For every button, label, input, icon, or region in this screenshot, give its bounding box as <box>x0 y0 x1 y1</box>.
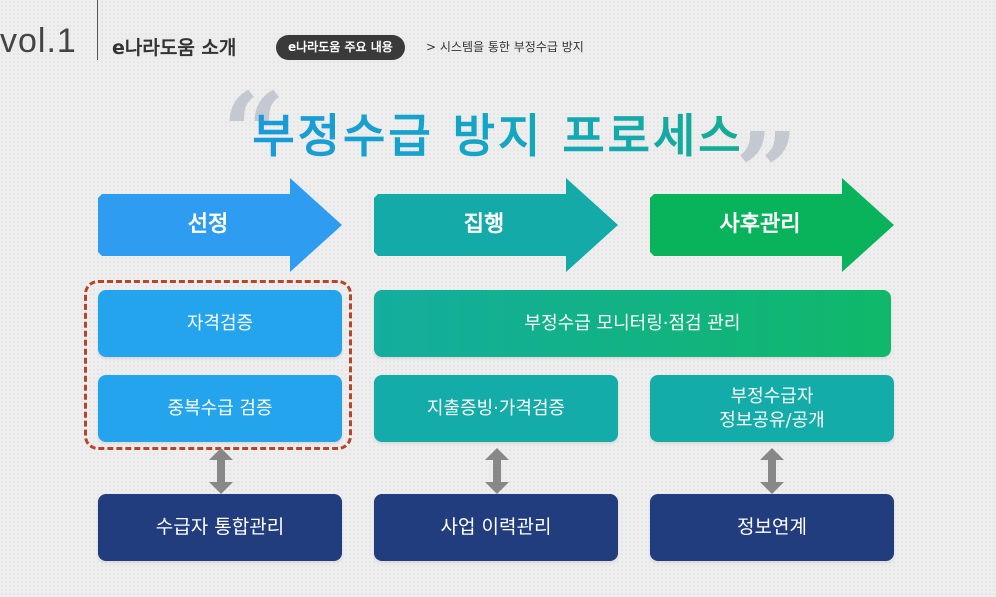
open-quote-icon: “ <box>222 78 285 188</box>
highlight-dashed-frame <box>84 280 352 450</box>
box-info-linkage: 정보연계 <box>650 494 894 561</box>
header-divider <box>97 0 98 60</box>
box-disclosure: 부정수급자 정보공유/공개 <box>650 375 894 442</box>
stage-label-selection: 선정 <box>187 212 229 237</box>
double-arrow-icon <box>485 448 509 494</box>
box-disclosure-line2: 정보공유/공개 <box>719 409 825 431</box>
stage-label-execution: 집행 <box>463 212 505 237</box>
arrow-shape-icon <box>98 178 342 272</box>
stage-arrow-selection: 선정 <box>98 178 343 272</box>
page-title: 부정수급 방지 프로세스 <box>0 100 996 166</box>
double-arrow-icon <box>760 448 784 494</box>
arrow-shape-icon <box>650 178 894 272</box>
box-duplicate-check: 중복수급 검증 <box>98 375 342 442</box>
stage-arrow-post-management: 사후관리 <box>650 178 895 272</box>
vol-label: vol.1 <box>0 22 77 60</box>
arrow-shape-selection <box>98 178 342 272</box>
arrow-shape-icon <box>374 178 618 272</box>
arrow-shape-post-management <box>650 178 894 272</box>
arrow-shape-execution <box>374 178 618 272</box>
section-pill: e나라도움 주요 내용 <box>276 35 405 60</box>
box-disclosure-line1: 부정수급자 <box>730 386 814 408</box>
box-project-history: 사업 이력관리 <box>374 494 618 561</box>
series-title: e나라도움 소개 <box>112 37 237 59</box>
box-recipient-management: 수급자 통합관리 <box>98 494 342 561</box>
breadcrumb: > 시스템을 통한 부정수급 방지 <box>426 40 584 54</box>
box-expense-verification: 지출증빙·가격검증 <box>374 375 618 442</box>
double-arrow-icon <box>209 448 233 494</box>
box-qualification-check: 자격검증 <box>98 290 342 357</box>
stage-arrow-execution: 집행 <box>374 178 619 272</box>
box-monitoring: 부정수급 모니터링·점검 관리 <box>374 290 891 357</box>
stage-label-post-management: 사후관리 <box>719 212 801 237</box>
